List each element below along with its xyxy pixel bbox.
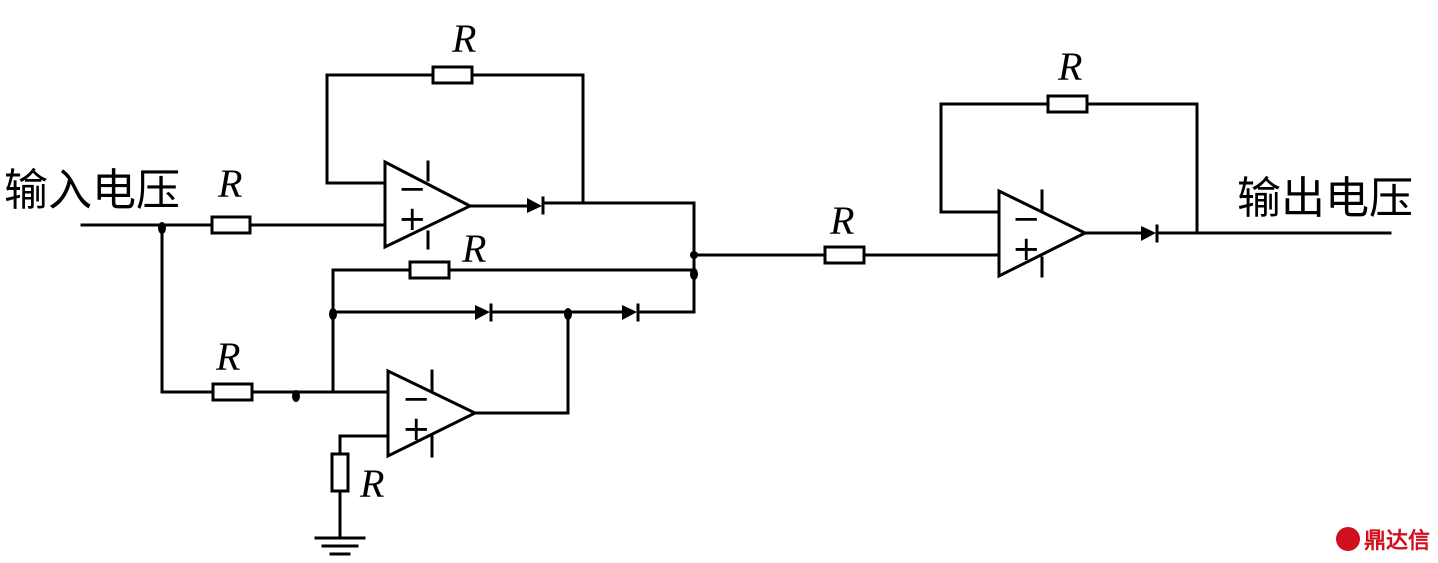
resistor-label-input-3: R (829, 198, 854, 243)
watermark-logo: 鼎达信 (1335, 523, 1430, 555)
wire-opamp3-feedback (939, 102, 1050, 214)
wire-opamp3-feedback-right (1085, 102, 1199, 235)
opamp-3-minus-sign: − (1012, 199, 1041, 239)
opamp-2-minus-sign: − (402, 379, 431, 419)
watermark-icon (1335, 527, 1360, 551)
resistor-label-feedback-2: R (461, 226, 486, 271)
ground-symbol (314, 536, 366, 556)
junction-dot-node-c (564, 308, 572, 320)
resistor-label-feedback-3: R (1057, 44, 1082, 89)
wire-opamp1-diode-out (543, 201, 696, 314)
wire-opamp1-feedback-right (470, 73, 585, 205)
watermark-text: 鼎达信 (1363, 529, 1430, 554)
diode-2 (475, 303, 493, 322)
wire-opamp1-feedback (325, 73, 435, 185)
diode-4 (1141, 224, 1159, 243)
input-voltage-label: 输入电压 (4, 165, 180, 216)
junction-dot-sum-1 (690, 251, 698, 259)
diode-3 (622, 303, 640, 322)
opamp-2-plus-sign: + (402, 409, 431, 449)
wire-opamp2-plus (338, 434, 390, 456)
opamp-2: − + (386, 368, 479, 459)
resistor-label-ground: R (359, 461, 384, 506)
opamp-3-plus-sign: + (1012, 229, 1041, 269)
junction-dot-node-b (329, 308, 337, 320)
resistor-input-3 (823, 245, 866, 265)
opamp-1: − + (383, 159, 474, 250)
resistor-label-input-1: R (217, 161, 242, 206)
resistor-feedback-3 (1046, 94, 1089, 114)
resistor-feedback-2 (408, 260, 451, 280)
wire-node-up (331, 268, 412, 394)
output-voltage-label: 输出电压 (1237, 173, 1413, 224)
wire-input-branch-down (160, 223, 215, 394)
resistor-label-input-2: R (215, 334, 240, 379)
resistor-label-feedback-1: R (451, 16, 476, 61)
opamp-1-plus-sign: + (398, 199, 427, 239)
resistor-input-1 (210, 215, 252, 235)
diode-1 (527, 196, 545, 215)
resistor-feedback-1 (431, 65, 474, 85)
opamp-3: − + (997, 188, 1089, 279)
resistor-input-2 (211, 382, 254, 402)
wire-opamp2-output (473, 310, 570, 415)
junction-dot-input (158, 222, 166, 234)
resistor-ground (330, 452, 350, 493)
opamp-1-minus-sign: − (398, 169, 427, 209)
junction-dot-node-a (292, 390, 300, 402)
junction-dot-sum-2 (690, 268, 698, 280)
